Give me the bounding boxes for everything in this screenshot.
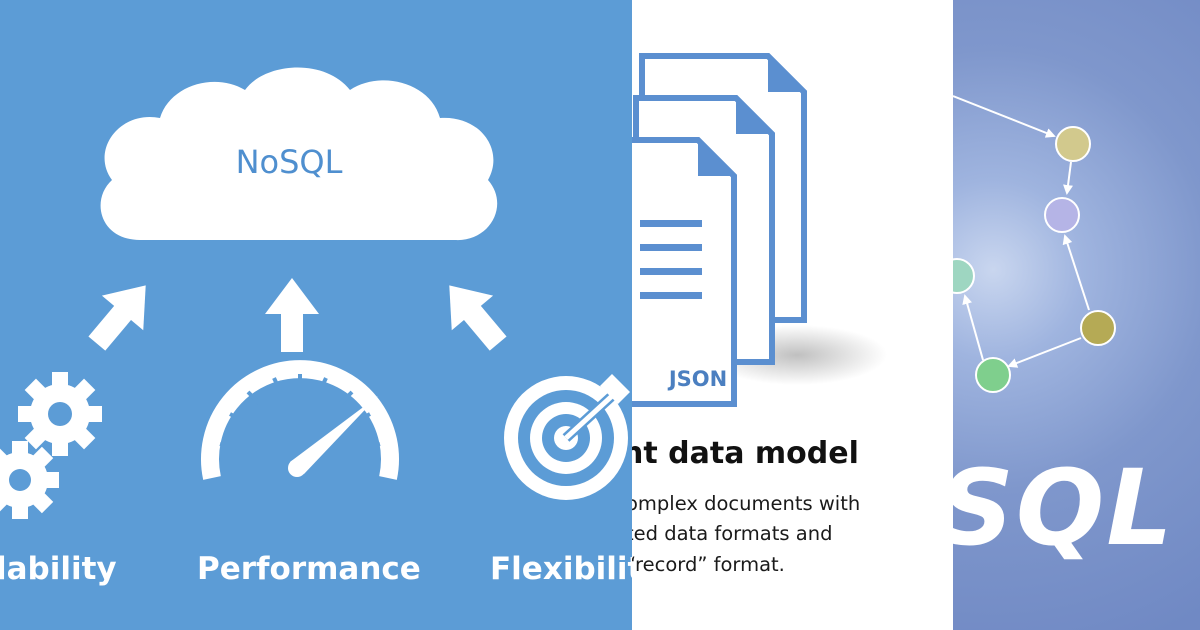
cloud-icon [100,67,498,241]
graph-edge [1007,337,1082,368]
nosql-benefits-panel: NoSQL lability Performance Flexibility [0,67,632,587]
graph-node [975,357,1011,393]
gears-icon [0,372,102,519]
benefits-illustration [0,67,630,519]
graph-node [1055,126,1091,162]
graph-node [1080,310,1116,346]
documents-illustration [632,53,887,407]
json-document-icon [632,137,737,407]
sql-title: SQL [953,447,1175,569]
graph-edge [1063,161,1073,195]
flexibility-label: Flexibility [490,551,632,587]
scalability-label: lability [0,551,117,587]
graph-edges [953,95,1090,368]
graph-node [953,258,975,294]
json-file-label: JSON [668,367,728,391]
performance-label: Performance [197,551,421,587]
graph-edge [962,294,984,361]
graph-illustration [953,95,1116,393]
gauge-icon [201,360,399,480]
arrow-up-icon [265,278,319,352]
description-line: ted data formats and [632,522,833,545]
arrow-up-right-icon [449,285,507,351]
cloud-label: NoSQL [235,143,343,181]
graph-sql-panel: SQL [953,0,1200,630]
arrow-up-left-icon [88,285,146,351]
target-icon [504,374,630,500]
graph-nodes [953,126,1116,393]
graph-node [1044,197,1080,233]
document-model-panel: JSON nt data model omplex documents with… [632,0,953,630]
description-line: “record” format. [632,553,785,576]
description-line: omplex documents with [632,492,861,515]
arrows [88,278,507,352]
graph-edge [1062,234,1090,311]
graph-edge [953,95,1056,138]
document-model-heading: nt data model [632,436,859,471]
